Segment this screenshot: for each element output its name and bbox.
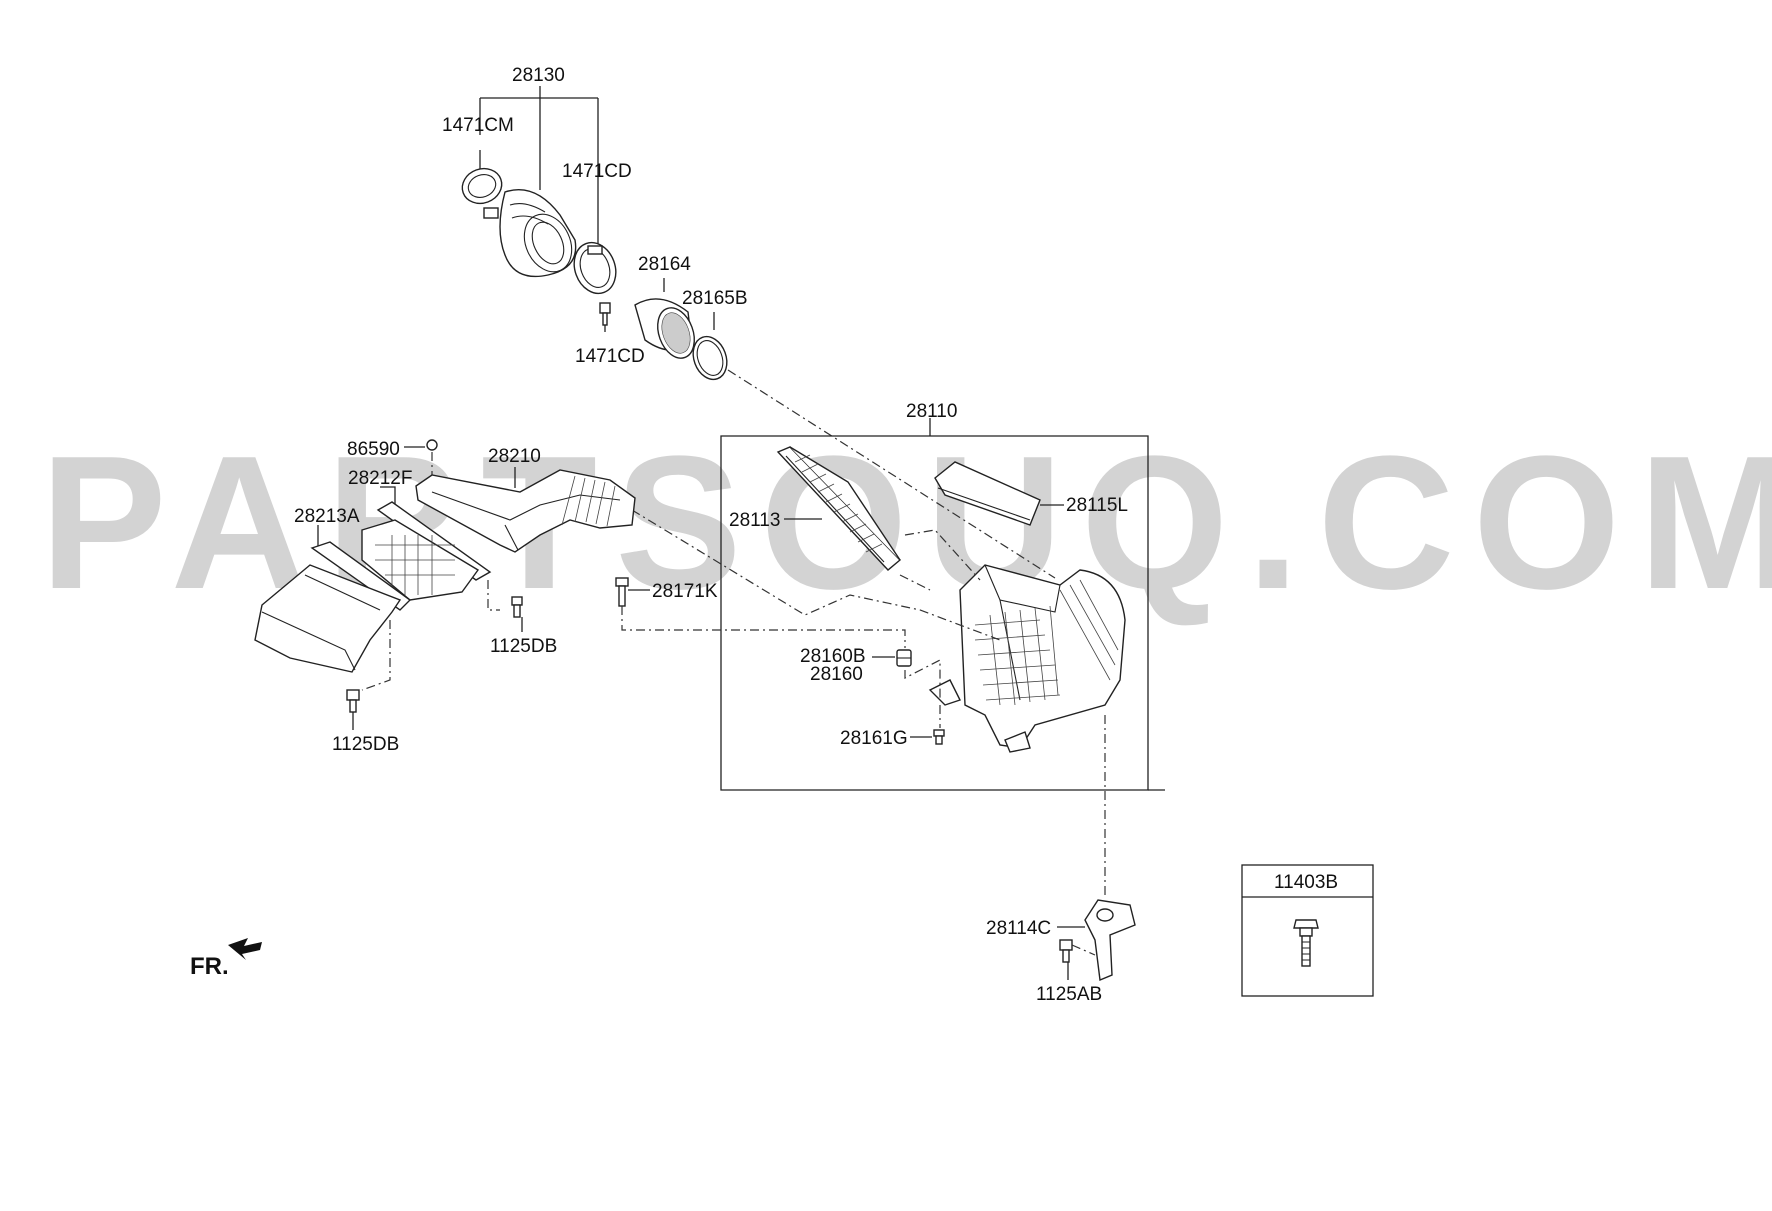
front-marker-text: FR. xyxy=(190,953,229,980)
sensor-mesh xyxy=(661,312,691,354)
label-28110: 28110 xyxy=(906,401,957,422)
bracket-28114C[interactable] xyxy=(1057,899,1136,982)
label-1471CD-bottom: 1471CD xyxy=(575,346,645,367)
label-28114C: 28114C xyxy=(986,918,1051,939)
label-28213A: 28213A xyxy=(294,506,360,527)
clamp-1471CD-upper[interactable] xyxy=(567,237,622,300)
filter-element-28113[interactable] xyxy=(776,446,902,571)
label-1125DB-b: 1125DB xyxy=(332,734,399,755)
bolt-1125DB-b[interactable] xyxy=(346,689,360,730)
cover-28213A[interactable] xyxy=(254,525,412,673)
bolt-28161G[interactable] xyxy=(910,705,945,745)
label-28130: 28130 xyxy=(512,65,565,86)
label-1125DB-a: 1125DB xyxy=(490,636,557,657)
grommet-28160B[interactable] xyxy=(872,649,941,700)
label-28113: 28113 xyxy=(729,510,780,531)
label-28164: 28164 xyxy=(638,254,691,275)
label-28115L: 28115L xyxy=(1066,495,1128,516)
clamp-1471CM[interactable] xyxy=(457,150,506,209)
duct-28210[interactable] xyxy=(415,467,636,553)
assembly-box-28110 xyxy=(720,418,1165,791)
sensor-28164[interactable] xyxy=(634,278,701,363)
label-28212F: 28212F xyxy=(348,468,412,489)
bracket-28212F[interactable] xyxy=(361,486,492,601)
label-1471CM: 1471CM xyxy=(442,115,514,136)
label-28160: 28160 xyxy=(810,664,863,685)
plug-86590[interactable] xyxy=(404,439,438,478)
label-1125AB: 1125AB xyxy=(1036,984,1102,1005)
inset-panel xyxy=(1241,864,1374,997)
clip-28171K[interactable] xyxy=(615,577,906,648)
inset-title: 11403B xyxy=(1274,872,1338,893)
screw-1471CD-lower[interactable] xyxy=(599,302,611,332)
label-28210: 28210 xyxy=(488,446,541,467)
front-direction-arrow xyxy=(228,938,262,960)
intake-hose-28130[interactable] xyxy=(483,188,581,280)
air-cleaner-body[interactable] xyxy=(928,564,1126,753)
bolt-1125AB[interactable] xyxy=(1059,939,1096,980)
bolt-11403B xyxy=(1293,919,1319,967)
label-28160B: 28160B xyxy=(800,646,866,667)
bolt-1125DB-a[interactable] xyxy=(511,596,523,632)
label-1471CD-top: 1471CD xyxy=(562,161,632,182)
bracket-28130 xyxy=(479,86,599,248)
label-28165B: 28165B xyxy=(682,288,748,309)
label-86590: 86590 xyxy=(347,439,400,460)
label-28161G: 28161G xyxy=(840,728,908,749)
o-ring-28165B[interactable] xyxy=(687,312,732,384)
cover-28115L[interactable] xyxy=(934,461,1064,526)
label-28171K: 28171K xyxy=(652,581,718,602)
